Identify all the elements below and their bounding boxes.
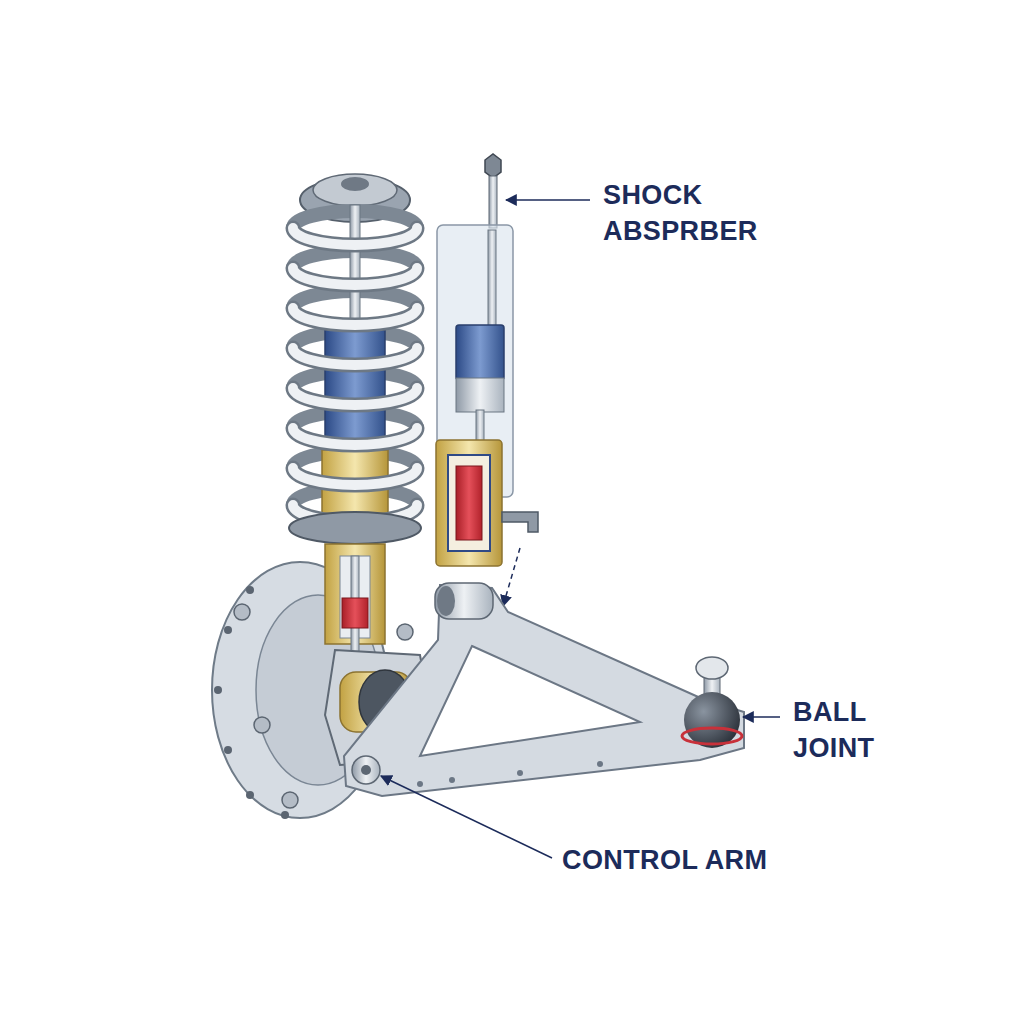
leader-line: [506, 199, 590, 201]
arm-hole: [417, 781, 423, 787]
stud-cap: [696, 657, 728, 679]
top-plate: [313, 174, 397, 206]
coil-front: [293, 228, 417, 245]
shock-rod: [488, 230, 496, 330]
spring-seat: [289, 512, 421, 544]
coil-front: [293, 268, 417, 285]
coil-front: [293, 468, 417, 485]
shock-valve: [456, 325, 504, 380]
coil-front: [293, 428, 417, 445]
arm-bushing: [435, 583, 493, 619]
fit-arrow: [503, 548, 520, 606]
coil-front: [293, 268, 417, 285]
wheel-bolt: [282, 792, 298, 808]
part-label: CONTROL ARM: [562, 843, 822, 879]
pivot-hole: [361, 765, 371, 775]
disc-hole: [224, 746, 232, 754]
coil-front: [293, 348, 417, 365]
coil-front: [293, 468, 417, 485]
threaded-rod: [489, 176, 497, 228]
ball-seal: [682, 728, 742, 744]
coil-front: [293, 228, 417, 245]
leader-line: [743, 716, 780, 718]
shock-seal: [456, 378, 504, 412]
coil-front: [293, 308, 417, 325]
disc-hole: [246, 791, 254, 799]
wheel-bolt: [254, 717, 270, 733]
part-label: SHOCK ABSPRBER: [603, 178, 783, 249]
hex-nut: [485, 154, 501, 178]
coil-front: [293, 348, 417, 365]
damper-body: [325, 330, 385, 452]
top-nut: [341, 177, 369, 191]
piston-rod: [350, 205, 360, 335]
arm-hole: [517, 770, 523, 776]
shock-cutaway: [448, 455, 490, 551]
coil-front: [293, 428, 417, 445]
disc-hole: [281, 811, 289, 819]
ball-housing: [684, 692, 740, 748]
shock-piston: [456, 466, 482, 540]
piston: [342, 598, 368, 628]
coil-front: [293, 388, 417, 405]
coil-front: [293, 388, 417, 405]
disc-hole: [214, 686, 222, 694]
coil-front: [293, 308, 417, 325]
wheel-bolt: [234, 604, 250, 620]
arm-pivot: [352, 756, 380, 784]
leader-line: [381, 776, 552, 858]
disc-hole: [224, 626, 232, 634]
wheel-bolt: [397, 624, 413, 640]
disc-hole: [246, 586, 254, 594]
arm-hole: [597, 761, 603, 767]
control-arm: [344, 585, 744, 796]
part-label: BALL JOINT: [793, 695, 905, 766]
bushing-face: [437, 586, 455, 616]
mount-bracket: [502, 512, 538, 532]
shock-lower-body: [436, 440, 502, 566]
arm-hole: [449, 777, 455, 783]
spring-front: [293, 228, 417, 522]
